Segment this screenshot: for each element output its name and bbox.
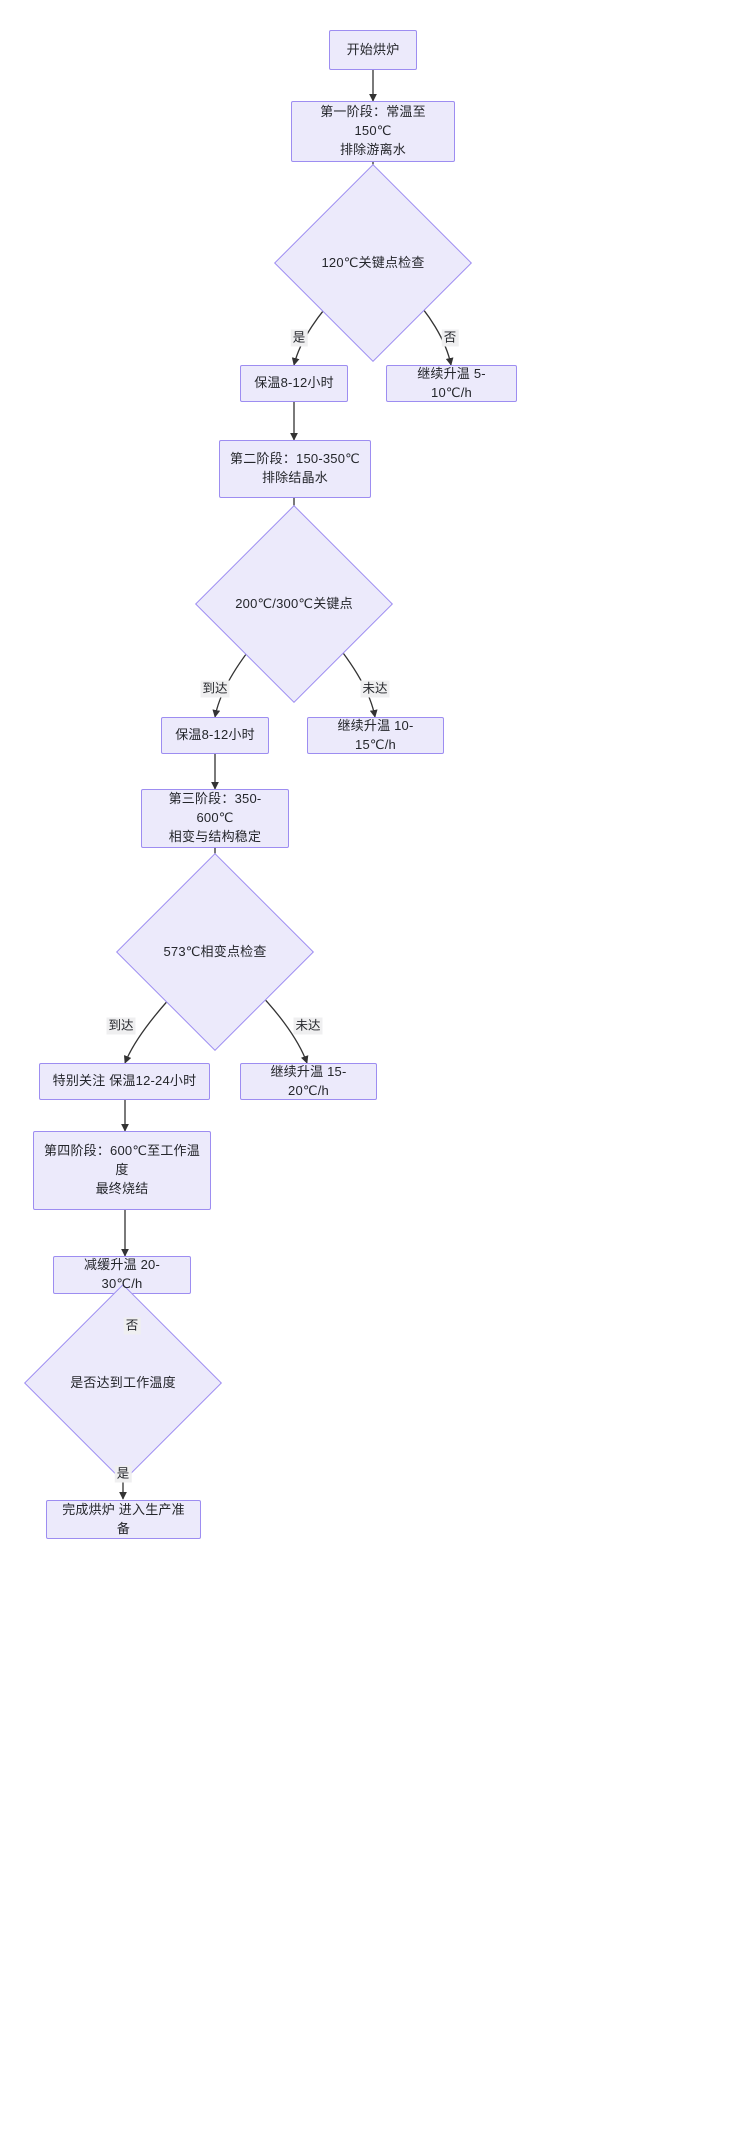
- node-stage3[interactable]: 第三阶段：350-600℃ 相变与结构稳定: [141, 789, 289, 848]
- node-check120[interactable]: 120℃关键点检查: [274, 164, 472, 362]
- node-finish[interactable]: 完成烘炉 进入生产准备: [46, 1500, 201, 1539]
- node-stage1[interactable]: 第一阶段：常温至150℃ 排除游离水: [291, 101, 455, 162]
- node-check200-label: 200℃/300℃关键点: [235, 595, 353, 611]
- node-hold2-label: 保温8-12小时: [175, 727, 255, 743]
- node-check120-label: 120℃关键点检查: [321, 254, 425, 270]
- node-hold1[interactable]: 保温8-12小时: [240, 365, 348, 402]
- node-ramp1[interactable]: 继续升温 5-10℃/h: [386, 365, 517, 402]
- node-hold3[interactable]: 特别关注 保温12-24小时: [39, 1063, 210, 1100]
- node-finish-label: 完成烘炉 进入生产准备: [62, 1501, 185, 1536]
- edge-label-check120-yes: 是: [290, 329, 308, 347]
- node-slowramp-label: 减缓升温 20-30℃/h: [83, 1257, 160, 1291]
- node-ramp1-label: 继续升温 5-10℃/h: [417, 365, 486, 400]
- node-start-label: 开始烘炉: [346, 41, 400, 57]
- edge-label-check200-not-reached: 未达: [360, 680, 390, 698]
- node-hold3-label: 特别关注 保温12-24小时: [52, 1073, 197, 1089]
- edge-label-checkwork-yes: 是: [114, 1465, 132, 1483]
- node-stage4[interactable]: 第四阶段：600℃至工作温度 最终烧结: [33, 1131, 211, 1210]
- node-checkwork[interactable]: 是否达到工作温度: [24, 1284, 222, 1482]
- edge-label-checkwork-no: 否: [123, 1317, 141, 1335]
- node-ramp3-label: 继续升温 15-20℃/h: [270, 1063, 347, 1098]
- node-hold1-label: 保温8-12小时: [254, 375, 334, 391]
- edge-label-check120-no: 否: [441, 329, 459, 347]
- node-stage4-label: 第四阶段：600℃至工作温度 最终烧结: [44, 1143, 200, 1196]
- node-check200[interactable]: 200℃/300℃关键点: [195, 505, 393, 703]
- edge-label-check573-not-reached: 未达: [293, 1017, 323, 1035]
- edge-label-check200-reached: 到达: [200, 680, 230, 698]
- node-ramp3[interactable]: 继续升温 15-20℃/h: [240, 1063, 377, 1100]
- node-check573-label: 573℃相变点检查: [163, 943, 267, 959]
- node-stage1-label: 第一阶段：常温至150℃ 排除游离水: [320, 104, 426, 157]
- node-start[interactable]: 开始烘炉: [329, 30, 417, 70]
- node-ramp2[interactable]: 继续升温 10-15℃/h: [307, 717, 444, 754]
- node-slowramp[interactable]: 减缓升温 20-30℃/h: [53, 1256, 191, 1294]
- node-stage2[interactable]: 第二阶段：150-350℃ 排除结晶水: [219, 440, 371, 498]
- node-stage2-label: 第二阶段：150-350℃ 排除结晶水: [230, 451, 360, 485]
- node-ramp2-label: 继续升温 10-15℃/h: [337, 717, 414, 752]
- node-stage3-label: 第三阶段：350-600℃ 相变与结构稳定: [168, 791, 262, 844]
- node-hold2[interactable]: 保温8-12小时: [161, 717, 269, 754]
- node-check573[interactable]: 573℃相变点检查: [116, 853, 314, 1051]
- edge-label-check573-reached: 到达: [106, 1017, 136, 1035]
- node-checkwork-label: 是否达到工作温度: [70, 1374, 176, 1390]
